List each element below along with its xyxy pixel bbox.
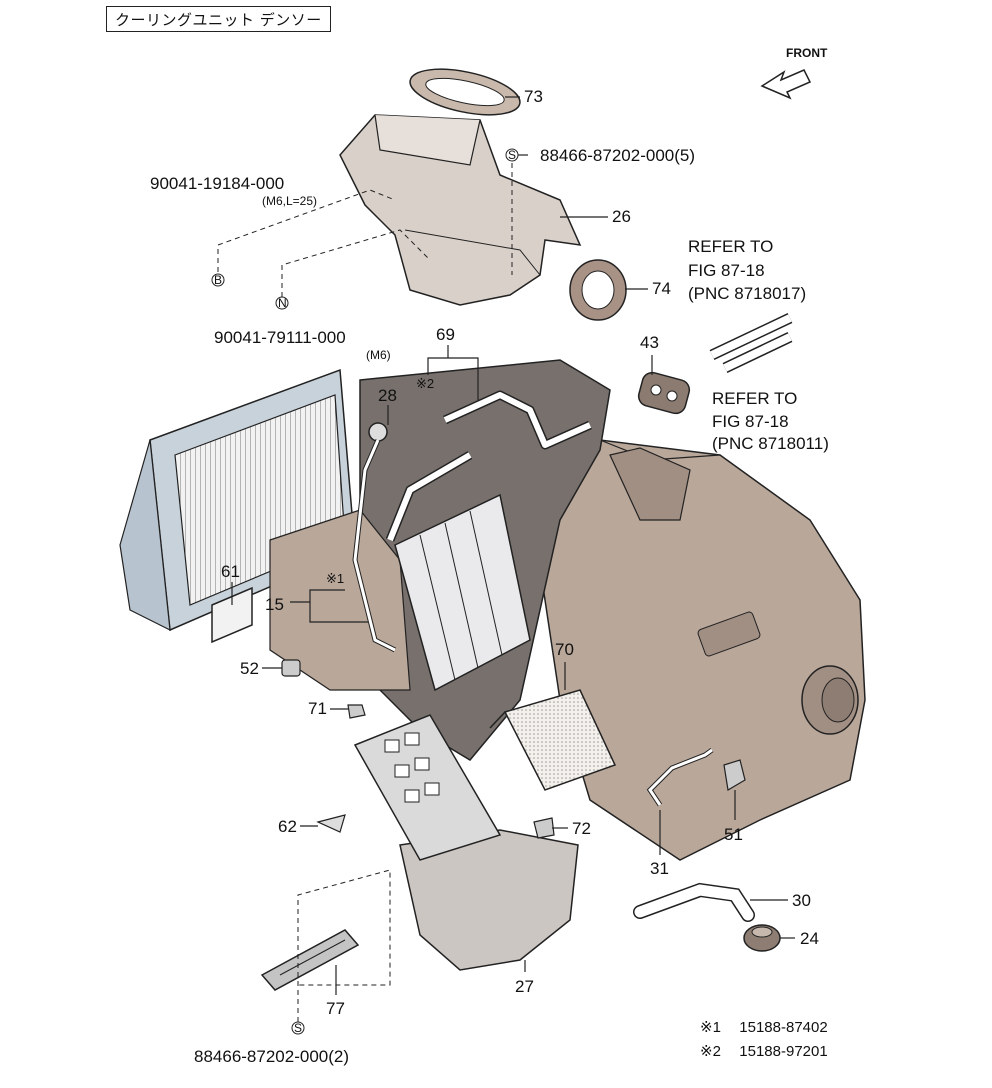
- label-71: 71: [308, 699, 327, 718]
- part-73-ring: [409, 68, 521, 116]
- part-69-pipe: [385, 390, 592, 542]
- label-72: 72: [572, 819, 591, 838]
- label-24: 24: [800, 929, 819, 948]
- part-number-s-top: 88466-87202-000(5): [540, 146, 696, 165]
- label-52: 52: [240, 659, 259, 678]
- label-31: 31: [650, 859, 669, 878]
- part-number-s-bottom: 88466-87202-000(2): [194, 1047, 350, 1066]
- part-43-grommet: [637, 371, 691, 415]
- part-27-lower-case: [353, 714, 579, 971]
- note-1-marker: ※1: [326, 571, 345, 586]
- ref1-line1: REFER TO: [688, 237, 774, 256]
- label-43: 43: [640, 333, 659, 352]
- part-74-ring: [569, 259, 627, 321]
- part-number-bolt: 90041-19184-000: [150, 174, 285, 193]
- part-72-clip: [533, 817, 555, 839]
- label-74: 74: [652, 279, 671, 298]
- label-51: 51: [724, 825, 743, 844]
- label-27: 27: [515, 977, 534, 996]
- evaporator: [394, 493, 531, 692]
- label-69: 69: [436, 325, 455, 344]
- label-70: 70: [555, 640, 574, 659]
- part-61-pad: [211, 586, 253, 644]
- fastener-dashed-lines: [217, 163, 513, 1022]
- label-73: 73: [524, 87, 543, 106]
- part-number-nut-spec: (M6): [366, 348, 391, 362]
- footnote-2-value: 15188-97201: [739, 1043, 828, 1060]
- leader-lines: [231, 96, 795, 995]
- front-label: FRONT: [786, 46, 828, 60]
- part-number-bolt-spec: (M6,L=25): [262, 194, 318, 208]
- page-title: クーリングユニット デンソー: [106, 6, 331, 32]
- footnote-1-mark: ※1: [700, 1019, 721, 1036]
- label-15: 15: [265, 595, 284, 614]
- part-70-filter: [489, 689, 617, 791]
- ref2-line1: REFER TO: [712, 389, 798, 408]
- ref2-line3: (PNC 8718011): [712, 434, 829, 453]
- marker-b: B: [214, 273, 223, 287]
- note-2-marker: ※2: [416, 376, 435, 391]
- part-51-clip: [723, 759, 746, 791]
- main-housing: [529, 439, 866, 861]
- label-61: 61: [221, 562, 240, 581]
- footnote-2: ※2 15188-97201: [700, 1042, 828, 1060]
- ref1-line3: (PNC 8718017): [688, 284, 807, 303]
- part-26-upper-duct: [339, 114, 582, 306]
- marker-s-bottom: S: [294, 1021, 303, 1035]
- part-number-nut: 90041-79111-000: [214, 328, 346, 347]
- footnote-1: ※1 15188-87402: [700, 1018, 828, 1036]
- footnote-1-value: 15188-87402: [739, 1019, 828, 1036]
- part-28-fitting: [352, 422, 397, 653]
- part-52-clip: [281, 659, 301, 677]
- part-71-clip: [347, 704, 366, 719]
- part-24-grommet: [743, 924, 781, 952]
- part-62-bracket: [316, 814, 346, 833]
- marker-n: N: [278, 296, 287, 310]
- part-77-drain-cover: [260, 929, 360, 991]
- refrigerant-pipes: [709, 313, 793, 373]
- marker-s-top: S: [508, 148, 517, 162]
- label-26: 26: [612, 207, 631, 226]
- footnote-2-mark: ※2: [700, 1043, 721, 1060]
- ref2-line2: FIG 87-18: [712, 412, 789, 431]
- label-28: 28: [378, 386, 397, 405]
- part-31-hose: [646, 747, 714, 807]
- marker-circles: [211, 148, 519, 1035]
- ref1-line2: FIG 87-18: [688, 261, 765, 280]
- part-30-drain-hose: [633, 882, 755, 922]
- label-30: 30: [792, 891, 811, 910]
- front-arrow-icon: [760, 69, 812, 100]
- label-62: 62: [278, 817, 297, 836]
- label-77: 77: [326, 999, 345, 1018]
